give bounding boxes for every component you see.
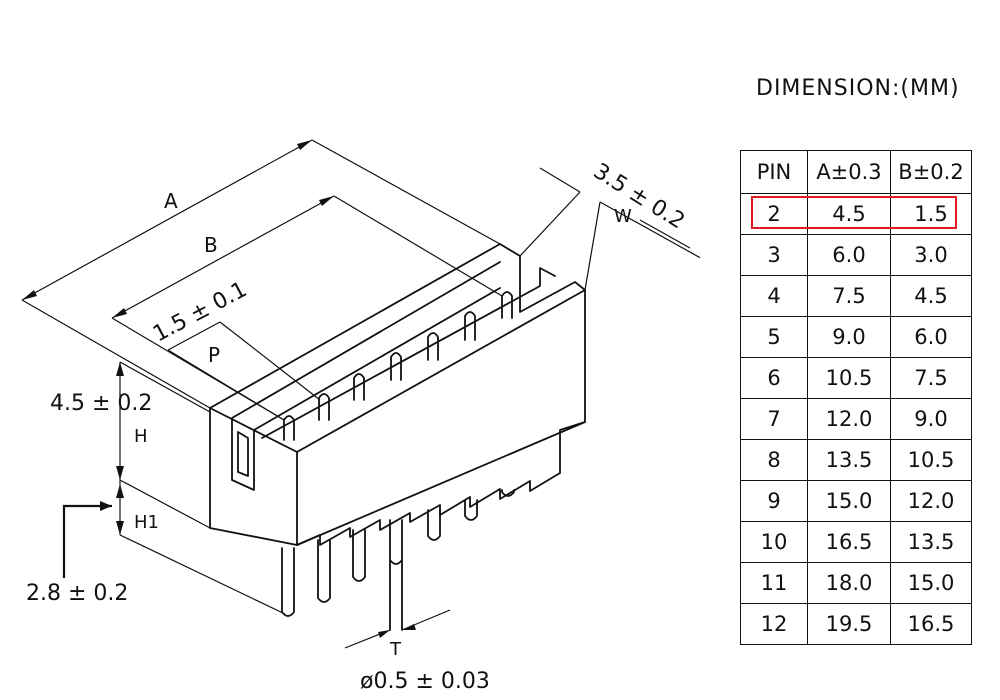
dim-pitch-lines [167,321,321,421]
cell-a: 13.5 [807,439,891,481]
cell-a: 10.5 [807,357,891,399]
dim-tail-leader [62,504,112,578]
dim-T-label: T [389,639,402,660]
column-header-pin: PIN [740,150,808,194]
cell-a: 19.5 [807,603,891,645]
cell-a: 9.0 [807,316,891,358]
cell-pin: 7 [740,398,808,440]
dim-A-lines [21,139,501,409]
cell-a: 7.5 [807,275,891,317]
housing-top-wall [209,243,586,409]
dim-H-lines [119,361,211,529]
dim-W-label: W [614,206,632,227]
pin-tails [281,489,515,617]
dim-W-lines [519,167,700,291]
cell-b: 12.0 [890,480,972,522]
pin-dia-lines [389,559,403,631]
cell-a: 4.5 [807,193,891,235]
cell-b: 7.5 [890,357,972,399]
cell-pin: 2 [740,193,808,235]
cell-b: 15.0 [890,562,972,604]
dim-pitch-label: 1.5 ± 0.1 [149,277,251,347]
cell-b: 10.5 [890,439,972,481]
dim-P-label: P [208,343,220,367]
column-header-a: A±0.3 [807,150,891,194]
housing-inner-wall [231,261,501,491]
cell-pin: 4 [740,275,808,317]
cell-pin: 12 [740,603,808,645]
cell-pin: 3 [740,234,808,276]
cell-b: 9.0 [890,398,972,440]
cell-b: 6.0 [890,316,972,358]
cell-a: 6.0 [807,234,891,276]
dim-B-label: B [204,233,218,257]
cell-b: 16.5 [890,603,972,645]
cell-a: 15.0 [807,480,891,522]
housing-side-face [296,289,586,546]
latch-slot [237,431,249,477]
cell-b: 3.0 [890,234,972,276]
cell-pin: 6 [740,357,808,399]
dim-height-label: 4.5 ± 0.2 [50,391,152,416]
cell-pin: 9 [740,480,808,522]
column-header-b: B±0.2 [890,150,972,194]
cell-b: 13.5 [890,521,972,563]
dim-H1-label: H1 [134,512,159,533]
dim-tail-label: 2.8 ± 0.2 [26,581,128,606]
cell-pin: 5 [740,316,808,358]
dim-B-lines [111,195,503,421]
cell-a: 16.5 [807,521,891,563]
dim-A-label: A [164,189,178,213]
dim-pin-dia-label: ø0.5 ± 0.03 [360,669,490,694]
table-header-row: PIN A±0.3 B±0.2 [740,150,972,194]
cell-b: 1.5 [890,193,972,235]
dim-H1-lines [119,480,286,615]
cell-pin: 10 [740,521,808,563]
cell-a: 18.0 [807,562,891,604]
connector-drawing: A B 1.5 ± 0.1 P 3.5 ± 0.2 W 4.5 ± 0.2 H … [21,139,700,694]
cell-a: 12.0 [807,398,891,440]
arrowheads [22,140,416,638]
cell-pin: 8 [740,439,808,481]
dimension-table-title: DIMENSION:(MM) [756,76,960,101]
cell-pin: 11 [740,562,808,604]
pin-tips [283,291,513,441]
cell-b: 4.5 [890,275,972,317]
dim-H-label: H [134,426,148,447]
